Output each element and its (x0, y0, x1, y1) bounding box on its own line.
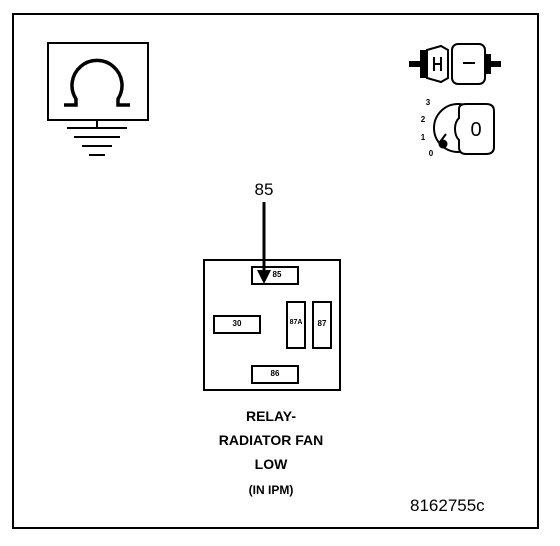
caption-line-3: LOW (254, 456, 288, 472)
pin-callout-label: 85 (254, 180, 274, 199)
relay-pin-30-terminal (213, 315, 261, 334)
relay-pin-86-terminal (251, 365, 299, 384)
caption-line-1: RELAY- (245, 408, 297, 424)
relay-pin-87a-terminal (286, 301, 306, 349)
ignition-key-label: 0 (470, 119, 482, 141)
ignition-position-2: 2 (420, 115, 426, 124)
caption-line-2: RADIATOR FAN (218, 432, 324, 448)
diagram-frame (12, 13, 539, 529)
connector-plug-icon (409, 43, 501, 85)
ignition-switch-icon (433, 103, 495, 155)
relay-pin-87-label: 87 (317, 319, 327, 328)
relay-pin-30-label: 30 (232, 319, 242, 328)
ignition-position-3: 3 (425, 98, 431, 107)
relay-pin-86-label: 86 (270, 369, 280, 378)
relay-pin-85-label: 85 (272, 270, 282, 279)
figure-id: 8162755c (410, 496, 485, 515)
ignition-position-1: 1 (420, 133, 426, 142)
probe-arrow (257, 202, 271, 284)
ignition-position-0: 0 (428, 149, 434, 158)
caption-line-4: (IN IPM) (248, 483, 294, 497)
relay-pin-87-terminal (312, 301, 332, 349)
relay-pin-87a-label: 87A (289, 319, 303, 326)
ohmmeter-ground-icon (47, 42, 149, 156)
